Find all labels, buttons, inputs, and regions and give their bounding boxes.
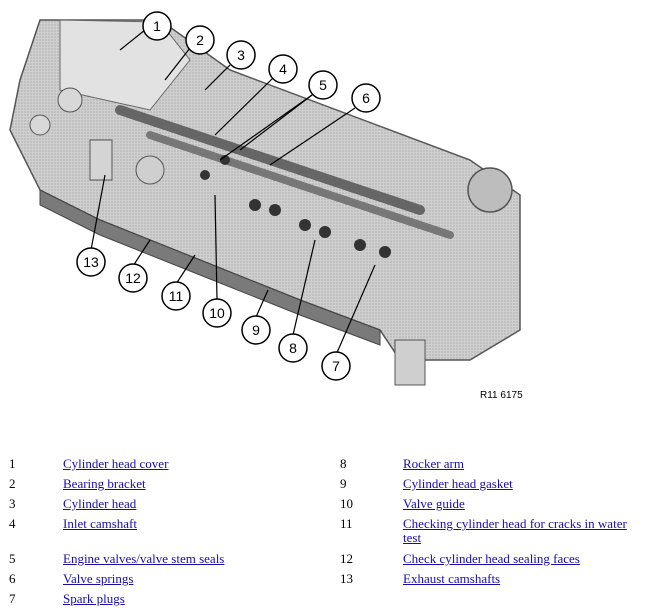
callout-13-label: 13	[83, 254, 99, 270]
link-cylinder-head[interactable]: Cylinder head	[63, 496, 137, 511]
legend-table: 1 Cylinder head cover 2 Bearing bracket …	[0, 452, 646, 612]
legend-num: 1	[9, 456, 16, 471]
legend-num: 5	[9, 551, 16, 566]
cylinder-head-body	[9, 19, 521, 386]
callout-10-label: 10	[209, 305, 225, 321]
callout-7-label: 7	[332, 358, 340, 374]
callout-13: 13	[76, 247, 106, 277]
callout-11: 11	[161, 281, 191, 311]
legend-num: 7	[9, 591, 16, 606]
legend-num: 12	[340, 551, 353, 566]
legend-num: 6	[9, 571, 16, 586]
link-bearing-bracket[interactable]: Bearing bracket	[63, 476, 146, 491]
legend-num: 13	[340, 571, 353, 586]
link-sealing-faces[interactable]: Check cylinder head sealing faces	[403, 551, 580, 566]
callout-11-label: 11	[169, 288, 184, 304]
callout-7: 7	[321, 351, 351, 381]
callout-2-label: 2	[196, 32, 204, 48]
callout-5-label: 5	[319, 77, 327, 93]
callout-4-label: 4	[279, 61, 287, 77]
callout-3-label: 3	[237, 47, 245, 63]
callout-1-label: 1	[153, 18, 161, 34]
figure-reference-code: R11 6175	[480, 390, 523, 401]
legend-num: 4	[9, 516, 16, 531]
link-inlet-camshaft[interactable]: Inlet camshaft	[63, 516, 137, 531]
callout-9: 9	[241, 315, 271, 345]
callout-6-label: 6	[362, 90, 370, 106]
callout-4: 4	[268, 54, 298, 84]
legend-num: 10	[340, 496, 353, 511]
leader-lines	[90, 29, 376, 356]
link-rocker-arm[interactable]: Rocker arm	[403, 456, 465, 471]
link-spark-plugs[interactable]: Spark plugs	[63, 591, 125, 606]
callout-12-label: 12	[125, 270, 141, 286]
callout-9-label: 9	[252, 322, 260, 338]
link-valve-guide[interactable]: Valve guide	[403, 496, 465, 511]
callout-6: 6	[351, 83, 381, 113]
callout-12: 12	[118, 263, 148, 293]
legend-num: 3	[9, 496, 16, 511]
legend-num: 9	[340, 476, 347, 491]
callout-1: 1	[142, 11, 172, 41]
legend-num: 2	[9, 476, 16, 491]
link-cylinder-head-gasket[interactable]: Cylinder head gasket	[403, 476, 513, 491]
callout-10: 10	[202, 298, 232, 328]
callout-5: 5	[308, 70, 338, 100]
cylinder-head-exploded-diagram: 1 2 3 4 5 6 7 8 9 10 11 12 13	[9, 11, 521, 386]
callout-2: 2	[185, 25, 215, 55]
callout-8-label: 8	[289, 340, 297, 356]
link-engine-valves[interactable]: Engine valves/valve stem seals	[63, 551, 225, 566]
link-crack-water-test[interactable]: Checking cylinder head for cracks in wat…	[403, 516, 627, 545]
link-exhaust-camshafts[interactable]: Exhaust camshafts	[403, 571, 501, 586]
callout-3: 3	[226, 40, 256, 70]
callout-8: 8	[278, 333, 308, 363]
legend-num: 8	[340, 456, 347, 471]
link-cylinder-head-cover[interactable]: Cylinder head cover	[63, 456, 169, 471]
callout-group: 1 2 3 4 5 6 7 8 9 10 11 12 13	[76, 11, 381, 381]
link-valve-springs[interactable]: Valve springs	[63, 571, 134, 586]
legend-num: 11	[340, 516, 353, 531]
